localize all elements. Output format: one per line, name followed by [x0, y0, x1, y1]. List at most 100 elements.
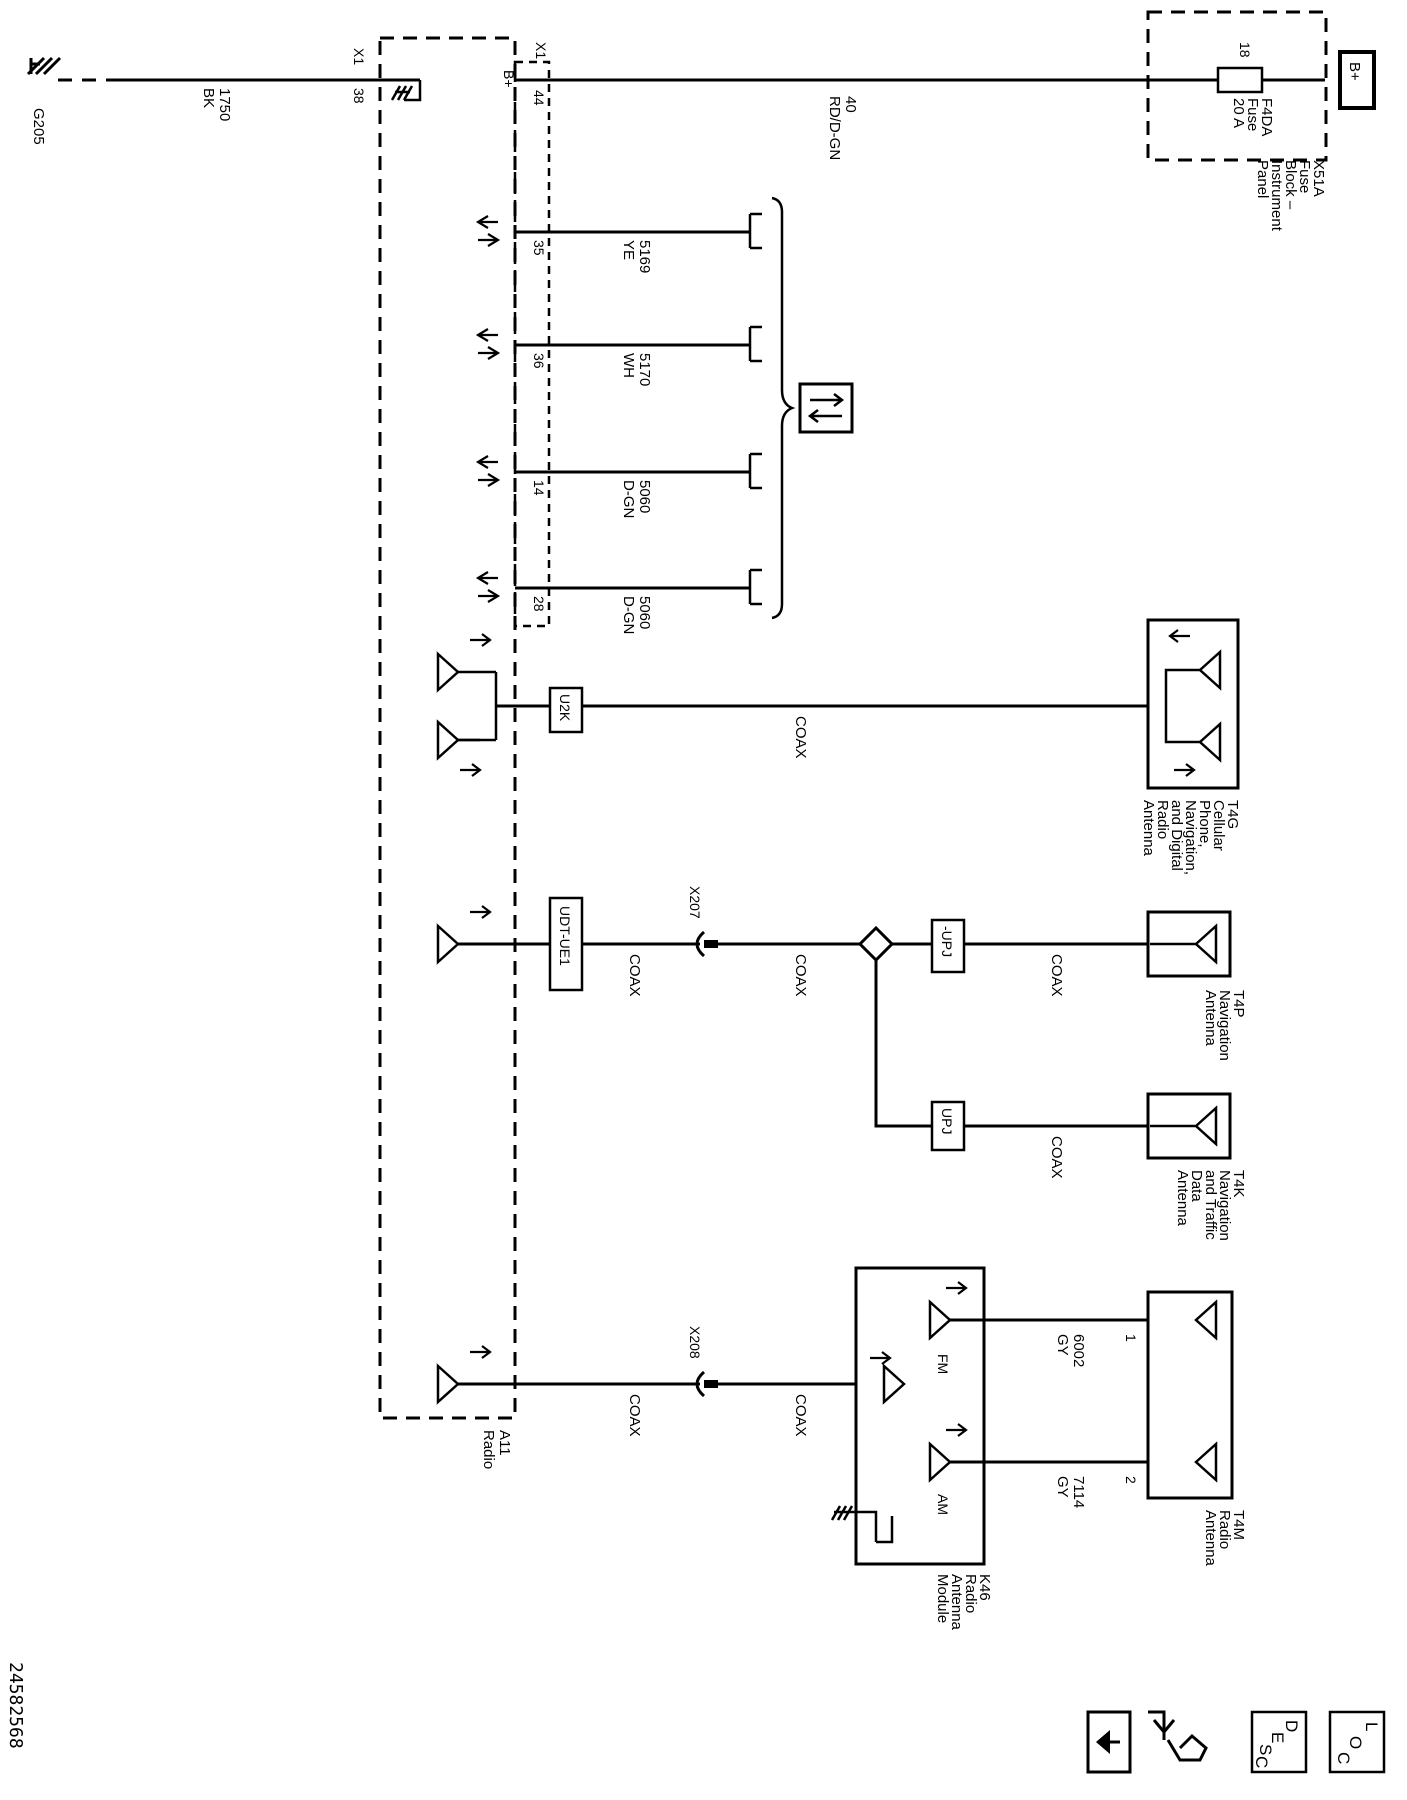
desc-c: C	[1252, 1756, 1271, 1768]
data-wire-color: WH	[620, 353, 637, 378]
t4g-l2: Phone,	[1196, 800, 1213, 848]
fuse-rating: 20 A	[1230, 98, 1247, 128]
k46-t4m-circuit: COAX X208 COAX FM AM K46 Radio Antenna M	[436, 1266, 1247, 1631]
radio-conn-right: X1	[533, 42, 549, 59]
t4m-w2-num: 7114	[1070, 1476, 1087, 1508]
bidirectional-arrow-icon	[475, 571, 501, 603]
arrow-down-icon[interactable]	[1086, 1710, 1132, 1774]
data-pin: 35	[531, 240, 547, 256]
data-wire-num: 5060	[636, 596, 653, 629]
t4g-l6: Antenna	[1140, 800, 1157, 857]
antenna-icon	[436, 651, 460, 693]
t4k-conn-box	[930, 1100, 966, 1152]
t4k-l3: Data	[1188, 1170, 1205, 1202]
t4k-l4: Antenna	[1174, 1170, 1191, 1227]
k46-coax1: COAX	[626, 1394, 643, 1437]
t4p-l1: Navigation	[1216, 990, 1233, 1061]
fuse-cavity: 18	[1237, 42, 1253, 58]
data-bus-brace	[771, 196, 796, 620]
t4k-conn: UPJ	[939, 1108, 955, 1134]
t4g-antenna-box	[1146, 618, 1240, 790]
antenna-icon	[882, 1363, 906, 1405]
data-line-36: 36 5170 WH	[475, 325, 762, 386]
t4p-coax3: COAX	[1048, 954, 1065, 997]
splice-diamond	[857, 925, 895, 963]
k46-fm: FM	[935, 1354, 951, 1374]
data-wire-color: YE	[620, 240, 637, 260]
fuse-type: Fuse	[1244, 98, 1261, 131]
t4m-id: T4M	[1230, 1510, 1247, 1540]
serial-data-arrows-icon	[807, 393, 845, 423]
data-line-35: 35 5169 YE	[475, 212, 762, 273]
wrench-vehicle-icon[interactable]	[1148, 1710, 1208, 1762]
data-wire-num: 5169	[636, 240, 653, 273]
desc-e: E	[1268, 1732, 1287, 1743]
t4g-l4: and Digital	[1168, 800, 1185, 871]
arrow-icon	[946, 1281, 968, 1295]
arrow-icon	[470, 633, 492, 647]
t4g-coax-label: COAX	[792, 716, 809, 759]
t4m-w1-num: 6002	[1070, 1334, 1087, 1367]
antenna-icon	[1198, 721, 1222, 763]
ground-wire-num: 1750	[216, 88, 233, 121]
radio-pin-batt: 44	[531, 90, 547, 106]
t4g-conn-box	[548, 686, 584, 734]
nav-icon-bar: D E S C L O C	[1086, 1710, 1386, 1774]
data-wire-num: 5060	[636, 480, 653, 513]
data-pin: 14	[531, 480, 547, 496]
data-wire-color: D-GN	[620, 480, 637, 518]
radio-internal-ground-path	[404, 80, 422, 102]
t4k-l2: and Traffic	[1202, 1170, 1219, 1240]
radio-batt-label: B+	[501, 70, 517, 88]
fuse-block-line4: Panel	[1254, 160, 1271, 198]
antenna-icon	[436, 923, 460, 965]
t4m-pin1: 1	[1123, 1334, 1139, 1342]
diagram-body: G205 1750 BK A11 Radio X1 38 X1 44 B+ 40…	[26, 10, 1376, 1631]
inline-connector-icon	[695, 930, 706, 958]
fuse-block-line1: Fuse	[1296, 160, 1313, 193]
t4g-l3: Navigation,	[1182, 800, 1199, 875]
arrow-icon	[870, 1351, 892, 1365]
bidirectional-arrow-icon	[475, 455, 501, 487]
k46-l3: Module	[934, 1574, 951, 1623]
loc-o: O	[1346, 1736, 1365, 1749]
data-pin: 28	[531, 596, 547, 612]
k46-am: AM	[935, 1494, 951, 1515]
power-wire-color: RD/D-GN	[826, 96, 843, 160]
k46-coax2: COAX	[792, 1394, 809, 1437]
loc-icon[interactable]: L O C	[1328, 1710, 1386, 1774]
radio-id: A11	[496, 1430, 513, 1456]
battery-label: B+	[1346, 62, 1363, 81]
radio-desc: Radio	[480, 1430, 497, 1469]
bidirectional-arrow-icon	[475, 215, 501, 247]
desc-s: S	[1256, 1744, 1275, 1755]
t4k-coax: COAX	[1048, 1136, 1065, 1179]
arrow-icon	[470, 905, 492, 919]
desc-icon[interactable]: D E S C	[1250, 1710, 1308, 1774]
antenna-icon	[928, 1299, 952, 1341]
t4k-l1: Navigation	[1216, 1170, 1233, 1241]
t4m-antenna-box	[1146, 1290, 1234, 1500]
fuse-block-box	[1146, 10, 1328, 162]
fuse-block-line2: Block –	[1282, 160, 1299, 210]
data-connector-icon	[748, 325, 762, 363]
inline-connector-icon	[695, 1370, 706, 1398]
t4m-w1-color: GY	[1054, 1334, 1071, 1356]
ground-id: G205	[30, 108, 47, 145]
t4p-conn: -UPJ	[939, 926, 955, 957]
k46-module-box	[854, 1266, 986, 1566]
data-wire-num: 5170	[636, 353, 653, 386]
t4g-conn: U2K	[557, 694, 573, 722]
t4p-coax2: COAX	[792, 954, 809, 997]
t4m-w2-color: GY	[1054, 1476, 1071, 1498]
t4m-pin2: 2	[1123, 1476, 1139, 1484]
t4g-id: T4G	[1224, 800, 1241, 829]
antenna-icon	[436, 1363, 460, 1405]
t4p-t4k-circuit: UDT-UE1 COAX X207 COAX -UPJ COAX T4P Nav…	[436, 886, 1247, 1241]
radio-conn-left: X1	[351, 48, 367, 65]
data-connector-icon	[748, 452, 762, 490]
fuse-block-line3: Instrument	[1268, 160, 1285, 232]
data-lines: 35 5169 YE 36 5170 WH 14 5060 D-GN	[475, 196, 854, 634]
arrow-icon	[470, 1345, 492, 1359]
